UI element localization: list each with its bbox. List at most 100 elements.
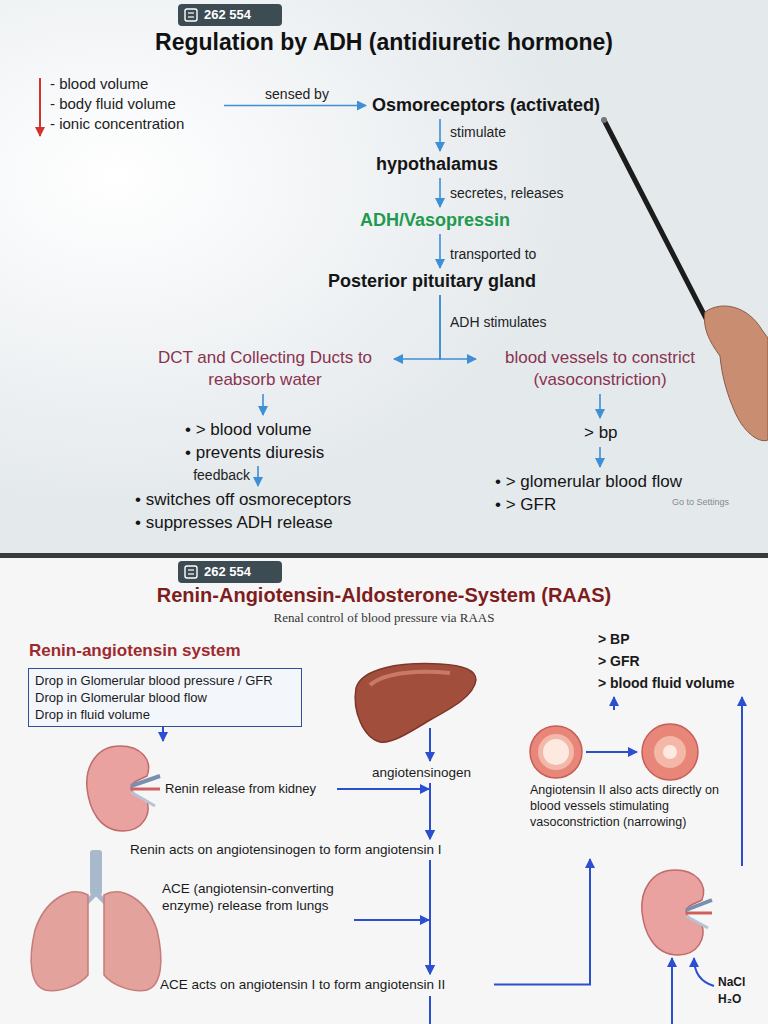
- lungs-illustration: [31, 850, 161, 991]
- process-step: ACE acts on angiotensin I to form angiot…: [160, 976, 490, 993]
- pointer-stick: [604, 120, 712, 330]
- flow-arrow: [439, 234, 441, 268]
- badge-icon: [185, 566, 197, 578]
- node-text: Renin acts on angiotensinogen to form an…: [130, 841, 490, 858]
- ureter: [131, 792, 155, 806]
- trigger-box: Renin-angiotensin systemDrop in Glomerul…: [28, 668, 302, 727]
- flow-arrow: [439, 119, 441, 151]
- node-text: • > blood volume: [185, 418, 324, 441]
- badge-icon: [188, 12, 194, 13]
- condition-list: - blood volume- body fluid volume- ionic…: [50, 74, 220, 134]
- kidney-illustration: [642, 870, 712, 955]
- edge-label: stimulate: [450, 124, 506, 140]
- process-step: Osmoreceptors (activated): [372, 95, 600, 116]
- hand: [704, 306, 768, 441]
- flow-arrow: [429, 860, 431, 974]
- trachea: [90, 850, 102, 895]
- flow-arrow: [599, 394, 601, 418]
- view-count: 262 554: [204, 564, 251, 579]
- renal-vessel: [131, 776, 160, 786]
- renal-vessel: [686, 912, 712, 915]
- node-text: Drop in Glomerular blood pressure / GFR: [35, 672, 295, 689]
- edge-label: feedback: [150, 467, 250, 483]
- edge-label: secretes, releases: [450, 185, 564, 201]
- node-text: > GFR: [598, 650, 748, 672]
- view-badge: [178, 4, 282, 26]
- flow-arrow: [162, 727, 164, 741]
- node-text: ADH/Vasopressin: [360, 210, 510, 231]
- node-text: • > GFR: [495, 493, 682, 516]
- badge-box: [178, 561, 282, 583]
- subtitle: Renal control of blood pressure via RAAS: [0, 610, 768, 626]
- decrease-arrow: [39, 78, 41, 136]
- node-text: Angiotensin II also acts directly on blo…: [530, 782, 730, 830]
- edge-label: transported to: [450, 246, 536, 262]
- node-text: blood vessels to constrict (vasoconstric…: [480, 347, 720, 391]
- badge-icon: [188, 573, 194, 574]
- flow-arrow: [741, 697, 743, 866]
- node-text: > blood fluid volume: [598, 672, 748, 694]
- vessel-effect: Angiotensin II also acts directly on blo…: [526, 712, 748, 857]
- node-text: Osmoreceptors (activated): [372, 95, 600, 116]
- kidney-input: NaCl H₂O: [636, 868, 756, 1013]
- node-text: angiotensinogen: [372, 764, 497, 781]
- flow-line: [429, 996, 431, 1024]
- node-text: DCT and Collecting Ducts to reabsorb wat…: [140, 347, 390, 391]
- ureter: [686, 916, 708, 928]
- badge-box: [178, 4, 282, 26]
- flow-arrow: [440, 295, 476, 359]
- flow-arrow: [262, 394, 264, 415]
- kidney-step: Renin release from kidney: [85, 743, 335, 833]
- join-arrowhead: [420, 784, 430, 794]
- flow-arrow: [394, 295, 440, 359]
- node-text: • switches off osmoreceptors: [135, 488, 351, 511]
- blood-vessel-illustration: [530, 724, 698, 780]
- section-heading: Renin-Angiotensin-Aldosterone-System (RA…: [0, 584, 768, 607]
- node-text: Renin release from kidney: [165, 781, 316, 796]
- flow-arrow: [599, 447, 601, 467]
- flow-arrow: [224, 105, 366, 107]
- liver-illustration: [355, 664, 476, 743]
- node-text: Drop in Glomerular blood flow: [35, 689, 295, 706]
- kidney-illustration: [87, 746, 160, 831]
- process-step: Posterior pituitary gland: [328, 271, 536, 292]
- flow-arrow: [613, 697, 615, 710]
- node-text: ACE (angiotensin-converting enzyme) rele…: [162, 880, 352, 914]
- process-step: Renin acts on angiotensinogen to form an…: [130, 841, 490, 858]
- flow-arrow: [429, 728, 431, 761]
- view-badge: [178, 561, 282, 583]
- slide-title: Regulation by ADH (antidiuretic hormone): [0, 29, 768, 56]
- node-text: Drop in fluid volume: [35, 706, 295, 723]
- node-text: • prevents diuresis: [185, 441, 324, 464]
- vessel-wall: [642, 724, 698, 780]
- node-text: hypothalamus: [376, 154, 498, 175]
- node-text: • > glomerular blood flow: [495, 470, 682, 493]
- join-arrowhead: [420, 915, 430, 925]
- panel-divider: [0, 553, 768, 558]
- lung-lobe: [104, 892, 161, 991]
- badge-icon: [188, 569, 194, 570]
- flow-arrow: [586, 751, 637, 753]
- node-text: - body fluid volume: [50, 94, 220, 114]
- node-text: NaCl H₂O: [718, 974, 752, 1008]
- badge-icon: [188, 16, 194, 17]
- lung-lobe: [31, 892, 88, 991]
- flow-arrow: [429, 783, 431, 839]
- vessel-lumen: [663, 745, 677, 759]
- vessel-wall: [530, 726, 582, 778]
- edge-label: sensed by: [222, 86, 372, 102]
- hormone-step: ADH/Vasopressin: [360, 210, 510, 231]
- substrate-text: angiotensinogen: [372, 764, 497, 781]
- badge-icon: [185, 9, 197, 21]
- flow-arrow: [671, 958, 673, 1024]
- renal-vessel: [686, 900, 712, 910]
- liver-shape: [355, 664, 476, 743]
- outcome-list: > BP> GFR> blood fluid volume: [598, 628, 748, 694]
- node-text: • suppresses ADH release: [135, 511, 351, 534]
- node-text: > BP: [598, 628, 748, 650]
- watermark: Go to Settings: [672, 497, 729, 507]
- outcome-text: > bp: [584, 421, 618, 444]
